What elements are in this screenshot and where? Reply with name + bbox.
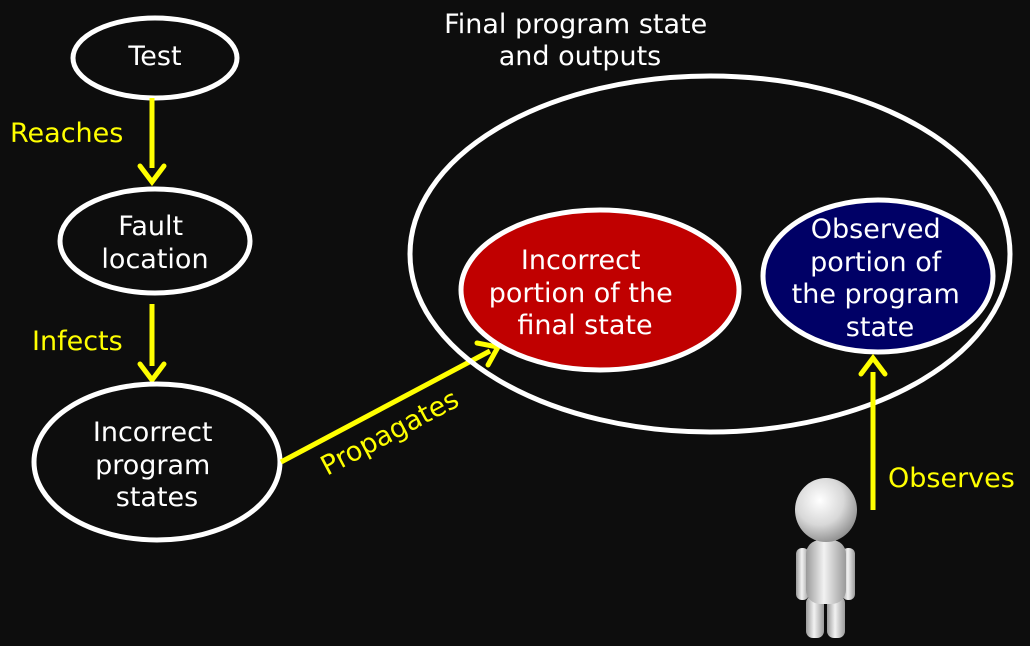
observed-portion-ellipse [760,197,996,355]
reaches-arrow-head [137,163,167,187]
final-state-title-line-1: Final program state [444,9,707,40]
final-state-ellipse [407,73,1013,435]
final-state-title-line-2: and outputs [499,41,662,72]
observed-portion-label: Observed portion of the program state [792,214,969,343]
observes-arrow-head [858,353,888,377]
incorrect-program-states-line-3: states [116,482,198,513]
incorrect-program-states-label: Incorrect program states [93,417,221,513]
person-head [795,478,857,542]
observed-portion-line-2: portion of [810,247,943,278]
fault-location-ellipse [57,186,253,296]
test-node-line-1: Test [127,41,181,72]
incorrect-portion-node: Incorrect portion of the final state [458,207,742,373]
person-figure-icon [795,478,857,638]
observed-portion-node: Observed portion of the program state [760,197,996,355]
incorrect-portion-line-3: final state [517,310,652,341]
observed-portion-line-4: state [846,312,914,343]
incorrect-portion-line-1: Incorrect [521,245,641,276]
fault-location-label: Fault location [101,211,208,275]
propagates-arrow-shaft [279,348,492,465]
incorrect-program-states-ellipse [31,381,283,543]
test-node-ellipse [70,15,240,101]
person-left-arm [796,548,809,600]
fault-location-node: Fault location [57,186,253,296]
incorrect-portion-ellipse [458,207,742,373]
observed-portion-line-1: Observed [811,214,941,245]
test-node-label: Test [127,41,181,72]
incorrect-program-states-line-1: Incorrect [93,417,213,448]
incorrect-portion-label: Incorrect portion of the final state [489,245,682,341]
incorrect-program-states-node: Incorrect program states [31,381,283,543]
incorrect-portion-line-2: portion of the [489,278,673,309]
incorrect-program-states-line-2: program [95,450,210,481]
observes-label: Observes [888,463,1015,494]
reaches-edge: Reaches [10,98,167,187]
reaches-label: Reaches [10,118,123,149]
final-state-title: Final program state and outputs [444,9,716,72]
person-torso [806,540,846,604]
infects-label: Infects [32,326,123,357]
person-left-leg [806,596,824,638]
person-right-leg [827,596,845,638]
infects-edge: Infects [32,304,167,385]
fault-location-line-1: Fault [118,211,183,242]
observed-portion-line-3: the program [792,279,960,310]
infects-arrow-head [137,361,167,385]
test-node: Test [70,15,240,101]
observes-edge: Observes [858,353,1015,510]
fault-location-line-2: location [101,244,208,275]
